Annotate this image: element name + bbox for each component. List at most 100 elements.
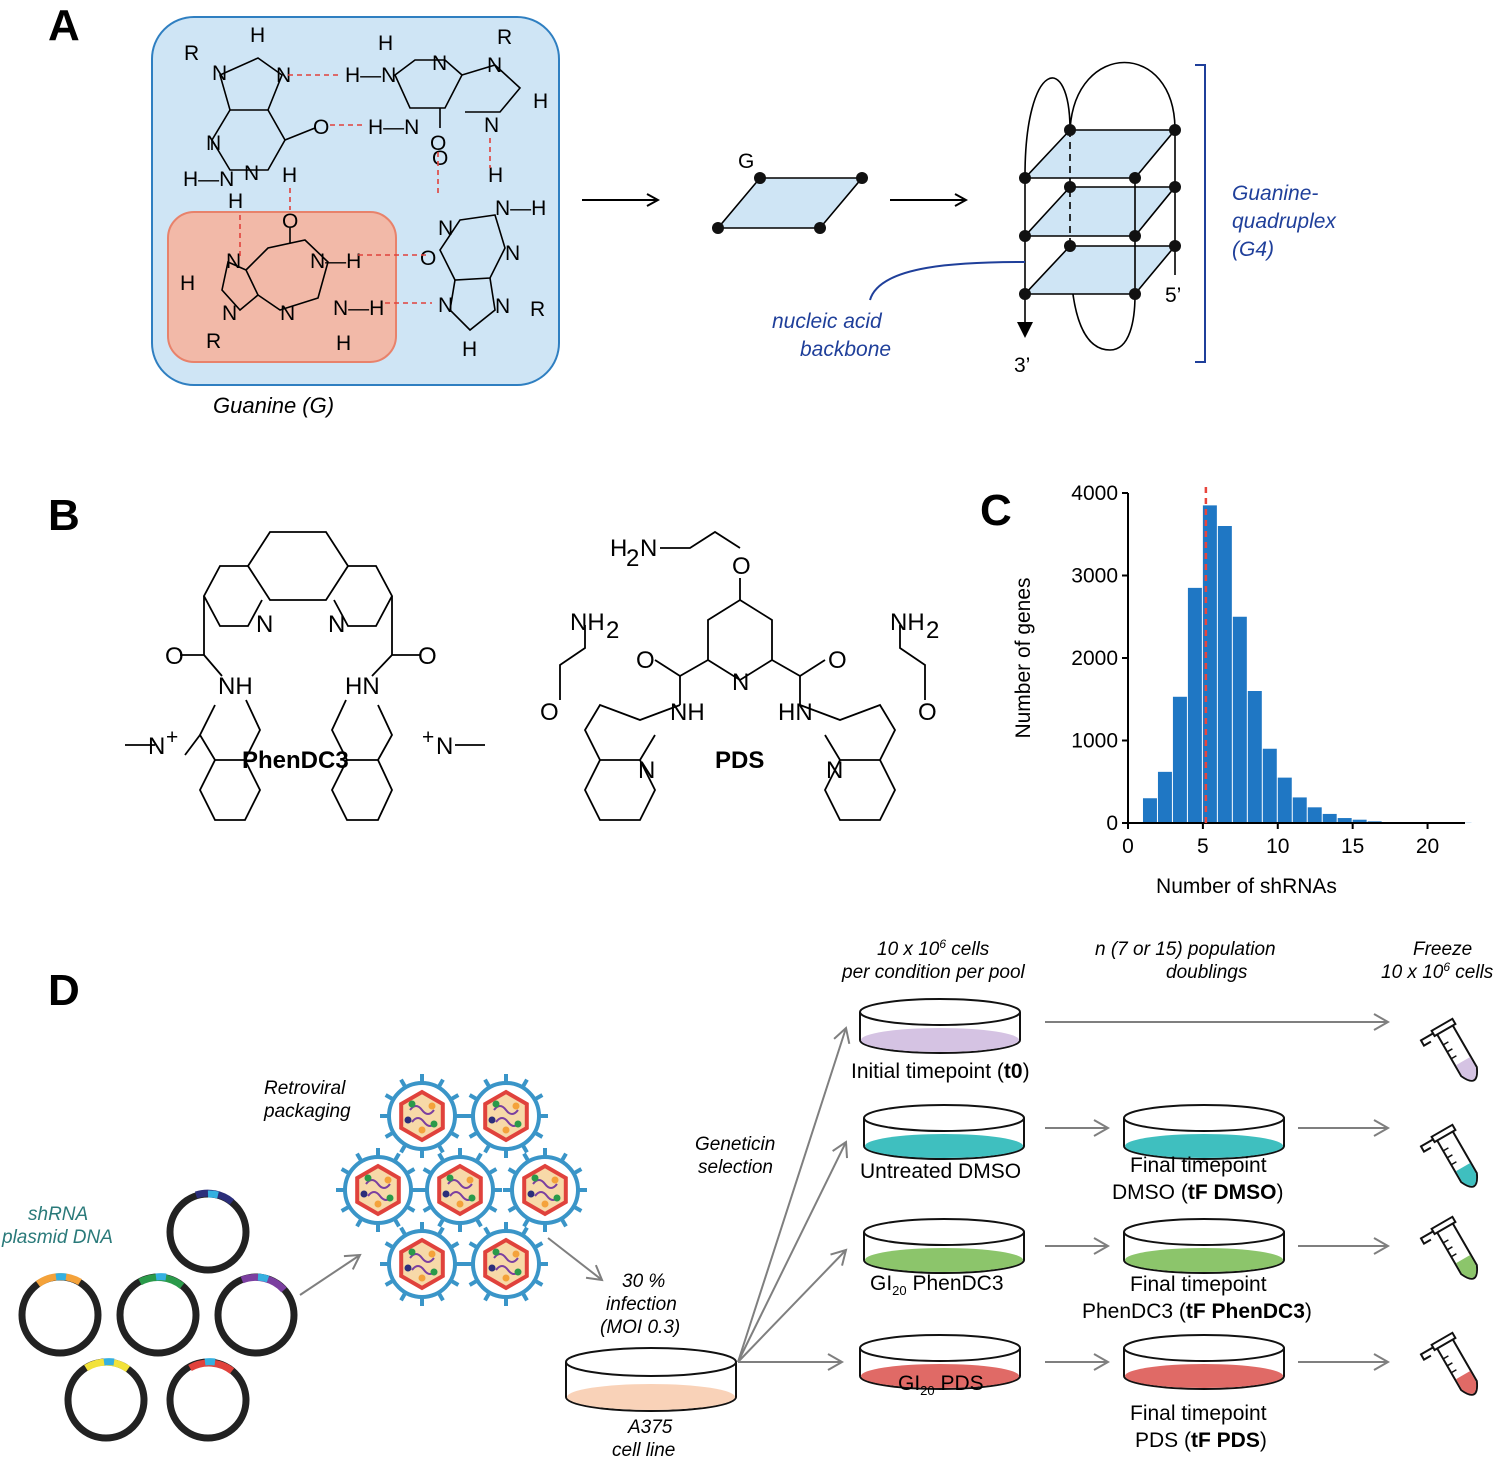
pds-nh2-left: NH: [570, 609, 605, 636]
guanine-bottom-right: [439, 214, 506, 332]
atom-hn-2: H—N: [345, 64, 396, 87]
dmso-dish: [863, 1104, 1025, 1160]
final-dmso-line1: Final timepoint: [1130, 1154, 1267, 1177]
header-freeze-line2: 10 x 106 cells: [1381, 960, 1494, 983]
pds-nh2-right-sub: 2: [926, 617, 939, 644]
guanine-top-left: [211, 57, 316, 171]
panel-label-b: B: [48, 491, 80, 540]
t0-dish-label: Initial timepoint (t0): [851, 1060, 1030, 1083]
retroviral-label-line1: Retroviral: [264, 1078, 346, 1099]
atom-n-2: N: [276, 64, 291, 87]
pds-h2n-h: H: [610, 535, 627, 562]
quadruplex-label-line1: Guanine-: [1232, 182, 1318, 205]
phendc3-structure: [125, 531, 485, 821]
atom-n-4: N: [244, 162, 259, 185]
tetrad-nodes: [712, 172, 868, 234]
x-tick-label: 5: [1197, 835, 1209, 858]
panel-b: N N O O NH HN N + N + PhenDC3 H 2 N O: [125, 530, 939, 821]
panel-a: R H N N N N O H H—N H H H—N N N R H H—N …: [151, 16, 1337, 418]
virion-icon: [380, 1074, 464, 1158]
phendc3-plus-right: +: [422, 726, 434, 749]
t0-dish: [859, 998, 1021, 1054]
phendc3-dish: [863, 1218, 1025, 1274]
atom-h-8: H: [180, 272, 195, 295]
phendc3-nplus-left: N: [148, 733, 165, 760]
histogram-bar: [1277, 777, 1292, 823]
atom-h-3: H: [228, 190, 243, 213]
phendc3-nh: NH: [218, 673, 253, 700]
guanine-top-right: [394, 59, 522, 128]
pds-o-top: O: [732, 553, 751, 580]
pds-dish: [859, 1334, 1021, 1390]
five-prime-label: 5’: [1165, 284, 1181, 307]
retroviral-particles: [336, 1074, 587, 1306]
atom-r-4: R: [206, 330, 221, 353]
pds-nh: NH: [670, 699, 705, 726]
atom-nh-1: N—H: [495, 197, 546, 220]
atom-nh-3: N—H: [333, 297, 384, 320]
phendc3-hn: HN: [345, 673, 380, 700]
atom-hn-1: H—N: [183, 168, 234, 191]
phendc3-n-right: N: [328, 611, 345, 638]
atom-n-3: N: [206, 132, 221, 155]
histogram-bar: [1217, 526, 1232, 823]
atom-h-9: H: [336, 332, 351, 355]
pds-h2n-2: 2: [626, 545, 639, 572]
guanine-caption: Guanine (G): [213, 393, 334, 418]
histogram-bar: [1187, 587, 1202, 823]
guanine-bottom-left: [221, 228, 329, 312]
header-freeze-line1: Freeze: [1413, 939, 1472, 960]
plasmid-inserts: [35, 1189, 287, 1374]
histogram-bar: [1322, 813, 1337, 823]
pds-o-ether-left: O: [540, 699, 559, 726]
shrna-label-line1: shRNA: [28, 1204, 88, 1225]
atom-n-9: N: [505, 242, 520, 265]
histogram-bar: [1142, 798, 1157, 823]
histogram-bar: [1172, 696, 1187, 823]
hydrogen-bonds: [239, 74, 491, 304]
final-pds-line2: PDS (tF PDS): [1135, 1429, 1267, 1452]
histogram-bar: [1307, 807, 1322, 823]
phendc3-plus-left: +: [166, 726, 178, 749]
atom-n-12: N: [226, 250, 241, 273]
final-dmso-line2: DMSO (tF DMSO): [1112, 1181, 1283, 1204]
virion-icon: [503, 1148, 587, 1232]
virion-icon: [336, 1148, 420, 1232]
virion-icon: [380, 1222, 464, 1306]
infection-label-line3: (MOI 0.3): [600, 1317, 680, 1338]
atom-n-10: N: [438, 294, 453, 317]
atom-o-2: O: [430, 132, 446, 155]
final-phen-line1: Final timepoint: [1130, 1273, 1267, 1296]
histogram-bar: [1262, 748, 1277, 823]
t0-tube: [1419, 1017, 1479, 1082]
atom-n-14: N: [280, 302, 295, 325]
culture-dishes: [859, 998, 1479, 1396]
pds-h2n-n: N: [640, 535, 657, 562]
backbone-label-line2: backbone: [800, 338, 891, 361]
pds-tube: [1419, 1331, 1479, 1396]
a375-label-line1: A375: [627, 1417, 673, 1438]
x-tick-label: 20: [1416, 835, 1439, 858]
atom-r-1: R: [184, 42, 199, 65]
pds-o-right: O: [828, 647, 847, 674]
phendc3-n-left: N: [256, 611, 273, 638]
phendc3-dish-label: GI20 PhenDC3: [870, 1272, 1004, 1298]
x-tick-label: 0: [1122, 835, 1134, 858]
pds-nh2-right: NH: [890, 609, 925, 636]
virion-icon: [418, 1148, 502, 1232]
header-doublings-line2: doublings: [1166, 962, 1248, 983]
atom-h-2: H: [282, 164, 297, 187]
y-tick-label: 1000: [1071, 730, 1118, 753]
atom-n-5: N: [432, 52, 447, 75]
pds-dish-label: GI20 PDS: [898, 1372, 984, 1398]
arrow-virus-to-infection: [547, 1237, 604, 1282]
pds-hn: HN: [778, 699, 813, 726]
atom-h-7: H: [462, 338, 477, 361]
branch-arrows: [737, 1026, 851, 1371]
histogram-bar: [1337, 818, 1352, 823]
pds-n-right: N: [826, 757, 843, 784]
y-axis-title: Number of genes: [1012, 577, 1035, 738]
atom-n-7: N: [484, 114, 499, 137]
